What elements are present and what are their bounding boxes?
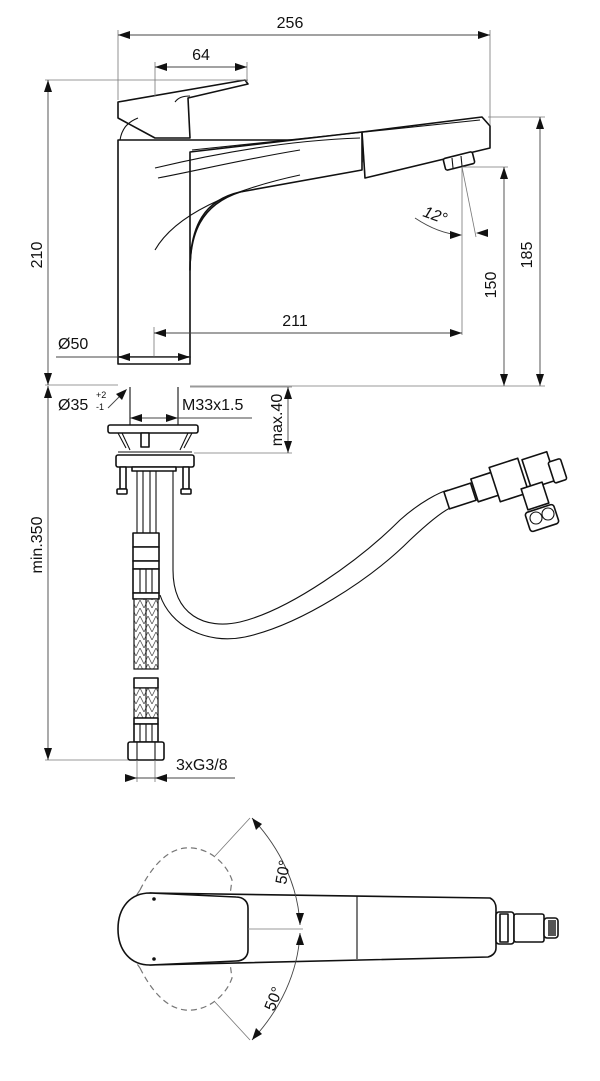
lever-handle [117, 79, 249, 139]
dim-max-deck: max.40 [269, 394, 286, 447]
lever-top [117, 892, 249, 966]
installation-view: Ø35 +2 -1 M33x1.5 max.40 [29, 386, 568, 782]
dim-rotation-left: 50° [273, 859, 294, 886]
dim-lever-length: 64 [192, 47, 210, 64]
lever-ghost-left [139, 847, 233, 896]
hose-fitting-top [132, 532, 160, 548]
top-view: 50° 50° [117, 817, 559, 1041]
hose-valve [443, 450, 568, 533]
aerator [442, 151, 476, 171]
dim-body-diameter: Ø50 [58, 336, 88, 353]
spout [189, 131, 363, 271]
dim-overall-height: 210 [29, 242, 46, 269]
dim-rotation-right: 50° [262, 985, 287, 1014]
dim-min-hose-length: min.350 [29, 516, 46, 573]
dim-outlet-height: 150 [483, 272, 500, 299]
dim-hole-tol-plus: +2 [96, 390, 106, 400]
dim-overall-length: 256 [277, 15, 304, 32]
pull-out-hose [172, 471, 449, 625]
mounting-plate [107, 424, 199, 434]
dim-connections: 3xG3/8 [176, 757, 228, 774]
dim-spout-top-height: 185 [519, 242, 536, 269]
lever-ghost-right [139, 962, 233, 1011]
dim-hole-tol-minus: -1 [96, 402, 104, 412]
hex-nut [127, 741, 165, 761]
lock-nut [115, 454, 195, 468]
dim-hole-diameter: Ø35 [58, 397, 88, 414]
dim-spout-reach: 211 [282, 313, 308, 330]
dim-thread: M33x1.5 [182, 397, 243, 414]
side-view: 256 64 210 185 150 12° [29, 15, 545, 387]
